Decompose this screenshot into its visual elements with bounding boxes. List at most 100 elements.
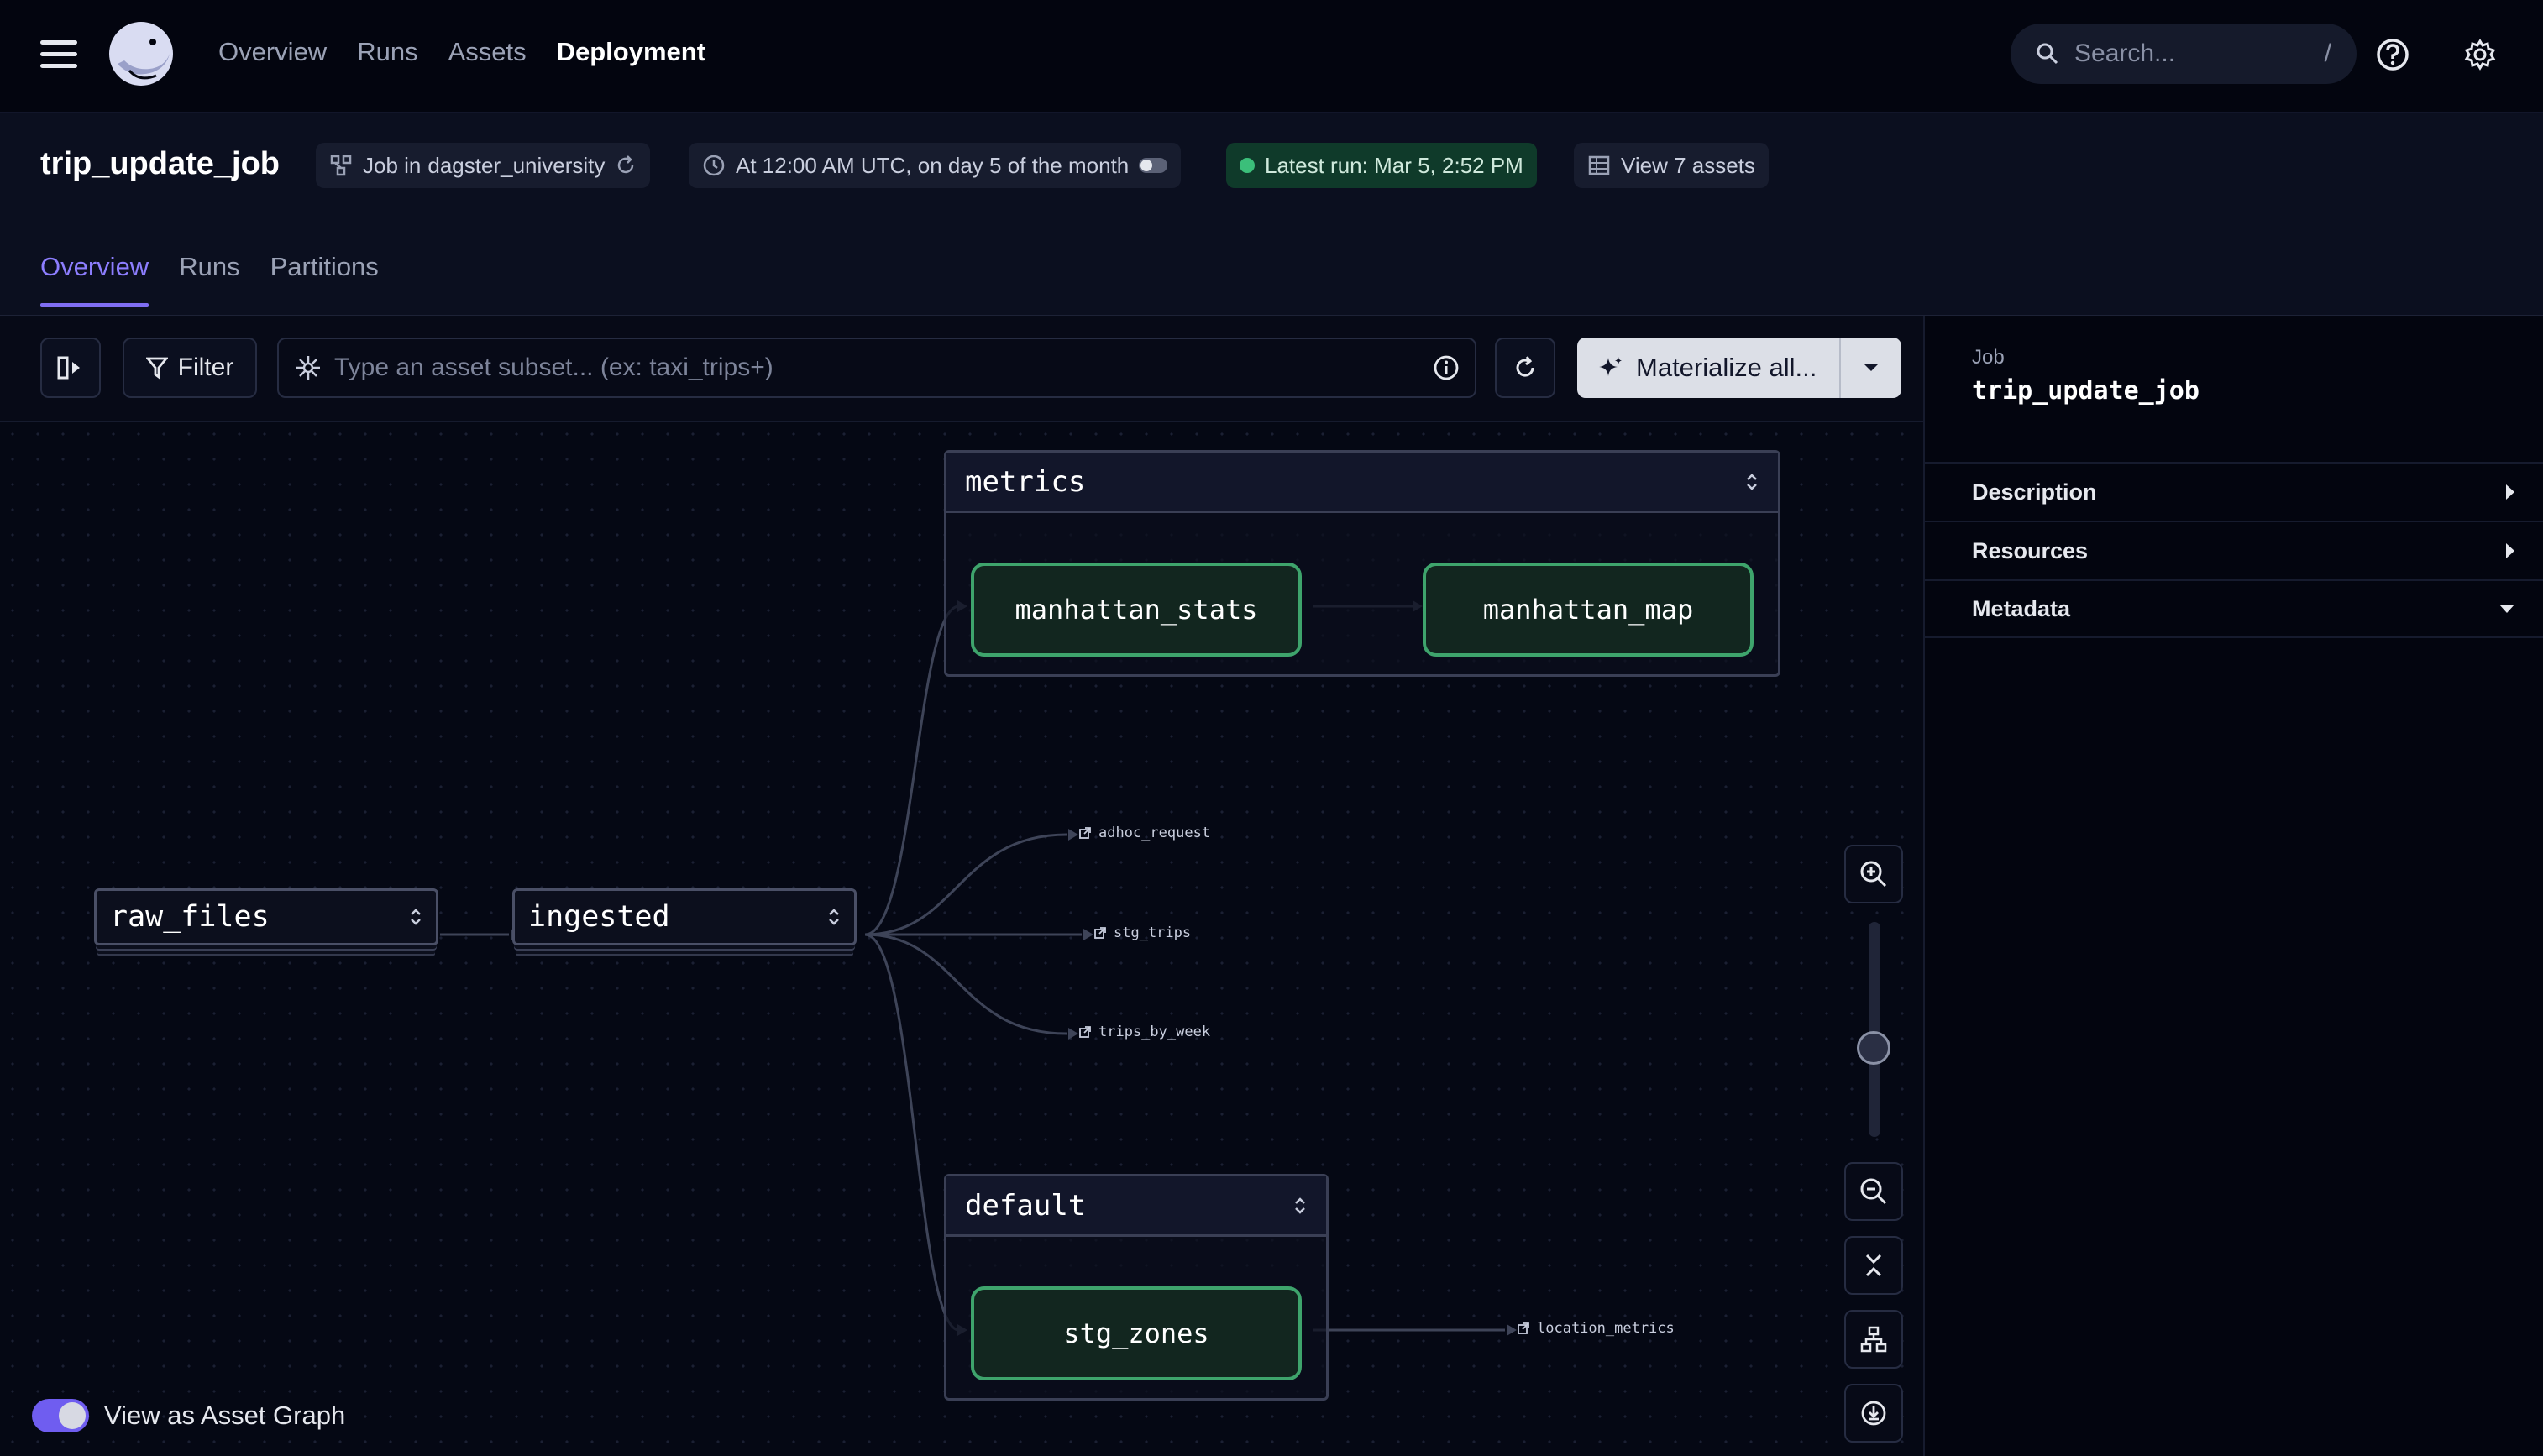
external-asset-name: stg_trips: [1114, 924, 1192, 941]
caret-down-icon: [2499, 605, 2514, 613]
external-asset-link[interactable]: adhoc_request: [1078, 825, 1210, 841]
zoom-track: [1869, 922, 1880, 1137]
external-link-icon: [1079, 827, 1091, 839]
collapse-icon[interactable]: [1744, 473, 1759, 491]
external-asset-link[interactable]: location_metrics: [1517, 1320, 1675, 1337]
success-dot-icon: [1240, 158, 1255, 173]
asset-selection-placeholder: Type an asset subset... (ex: taxi_trips+…: [334, 354, 773, 381]
graph-toolbar: Filter Type an asset subset... (ex: taxi…: [0, 316, 1923, 422]
dagster-logo[interactable]: [106, 20, 176, 87]
tab-overview[interactable]: Overview: [40, 252, 149, 307]
search-input[interactable]: Search... /: [2011, 24, 2357, 84]
sidebar-job-name: trip_update_job: [1972, 376, 2200, 406]
menu-icon[interactable]: [40, 40, 77, 71]
caret-down-icon: [1864, 364, 1878, 371]
sparkle-icon: [296, 356, 320, 380]
sparkle-materialize-icon: [1599, 357, 1622, 376]
sidebar-job-label: Job: [1972, 346, 2005, 369]
external-asset-link[interactable]: stg_trips: [1093, 924, 1191, 941]
clock-icon: [703, 155, 725, 176]
section-metadata[interactable]: Metadata: [1925, 579, 2543, 638]
download-button[interactable]: [1844, 1384, 1903, 1443]
top-nav: Overview Runs Assets Deployment Search..…: [0, 0, 2543, 113]
job-prefix: Job in: [363, 152, 422, 178]
op-name: ingested: [528, 900, 670, 934]
download-icon: [1861, 1401, 1886, 1426]
job-location-chip: Job in dagster_university: [316, 143, 651, 188]
zoom-slider[interactable]: [1844, 905, 1903, 1157]
tab-runs[interactable]: Runs: [179, 252, 240, 281]
section-label: Description: [1972, 479, 2097, 505]
info-icon[interactable]: [1433, 354, 1460, 381]
refresh-button[interactable]: [1495, 338, 1555, 398]
asset-node[interactable]: stg_zones: [971, 1286, 1302, 1380]
external-asset-name: adhoc_request: [1098, 825, 1211, 841]
zoom-out-icon: [1860, 1178, 1887, 1205]
materialize-all-button[interactable]: Materialize all...: [1577, 338, 1901, 398]
section-label: Resources: [1972, 537, 2089, 563]
asset-graph-switch[interactable]: [32, 1399, 89, 1432]
external-link-icon: [1094, 927, 1106, 939]
edge-ingested-trips-by-week: [864, 933, 1067, 1035]
search-placeholder: Search...: [2074, 39, 2176, 67]
group-title: default: [965, 1188, 1086, 1223]
expand-icon[interactable]: [827, 908, 841, 926]
job-details-sidebar: Job trip_update_job Description Resource…: [1923, 316, 2543, 1456]
section-description[interactable]: Description: [1925, 462, 2543, 521]
nav-assets[interactable]: Assets: [448, 37, 527, 66]
op-node[interactable]: raw_files: [94, 888, 438, 945]
job-header: trip_update_job Job in dagster_universit…: [0, 113, 2543, 316]
filter-icon: [145, 357, 168, 380]
layout-button[interactable]: [1844, 1310, 1903, 1369]
asset-node[interactable]: manhattan_stats: [971, 563, 1302, 657]
zoom-in-button[interactable]: [1844, 845, 1903, 903]
schedule-text: At 12:00 AM UTC, on day 5 of the month: [736, 152, 1130, 178]
refresh-icon: [1516, 356, 1534, 377]
op-node[interactable]: ingested: [512, 888, 857, 945]
hierarchy-icon: [1860, 1326, 1887, 1353]
zoom-slider-handle[interactable]: [1857, 1031, 1890, 1065]
help-icon[interactable]: [2375, 37, 2410, 72]
external-link-icon: [1079, 1026, 1091, 1038]
nav-runs[interactable]: Runs: [357, 37, 418, 66]
edge-ingested-stg-zones: [864, 933, 960, 1332]
section-resources[interactable]: Resources: [1925, 521, 2543, 579]
external-link-icon: [1518, 1322, 1529, 1334]
toggle-sidebar-button[interactable]: [40, 338, 101, 398]
schedule-chip[interactable]: At 12:00 AM UTC, on day 5 of the month: [689, 143, 1182, 188]
collapse-icon[interactable]: [1292, 1197, 1308, 1215]
materialize-dropdown[interactable]: [1841, 363, 1901, 373]
job-location-link[interactable]: dagster_university: [427, 152, 606, 178]
expand-icon[interactable]: [409, 908, 422, 926]
tab-partitions[interactable]: Partitions: [270, 252, 379, 281]
schedule-toggle[interactable]: [1139, 158, 1168, 173]
collapse-all-button[interactable]: [1844, 1236, 1903, 1295]
filter-label: Filter: [177, 354, 234, 381]
filter-button[interactable]: Filter: [123, 338, 257, 398]
external-asset-name: location_metrics: [1537, 1320, 1675, 1337]
table-icon: [1588, 155, 1610, 175]
zoom-out-button[interactable]: [1844, 1162, 1903, 1221]
gear-icon[interactable]: [2464, 39, 2496, 71]
reload-icon[interactable]: [615, 155, 637, 176]
materialize-label: Materialize all...: [1636, 353, 1817, 382]
asset-selection-input[interactable]: Type an asset subset... (ex: taxi_trips+…: [277, 338, 1476, 398]
asset-node[interactable]: manhattan_map: [1423, 563, 1754, 657]
zoom-in-icon: [1860, 861, 1887, 888]
job-icon: [330, 155, 352, 176]
collapse-all-icon: [1865, 1254, 1882, 1277]
view-assets-text: View 7 assets: [1621, 152, 1755, 178]
edge-ingested-adhoc-request: [864, 833, 1067, 936]
nav-deployment[interactable]: Deployment: [556, 37, 706, 66]
op-name: raw_files: [110, 900, 270, 934]
view-assets-chip[interactable]: View 7 assets: [1574, 143, 1769, 188]
nav-overview[interactable]: Overview: [218, 37, 328, 66]
external-asset-link[interactable]: trips_by_week: [1078, 1024, 1210, 1040]
asset-graph-canvas[interactable]: metrics manhattan_stats manhattan_map de…: [0, 422, 1923, 1456]
view-as-asset-graph-toggle[interactable]: View as Asset Graph: [32, 1399, 345, 1432]
latest-run-text: Latest run: Mar 5, 2:52 PM: [1265, 152, 1523, 178]
latest-run-chip[interactable]: Latest run: Mar 5, 2:52 PM: [1226, 143, 1537, 188]
caret-right-icon: [2506, 543, 2514, 558]
external-asset-name: trips_by_week: [1098, 1024, 1211, 1040]
group-title: metrics: [965, 464, 1086, 499]
